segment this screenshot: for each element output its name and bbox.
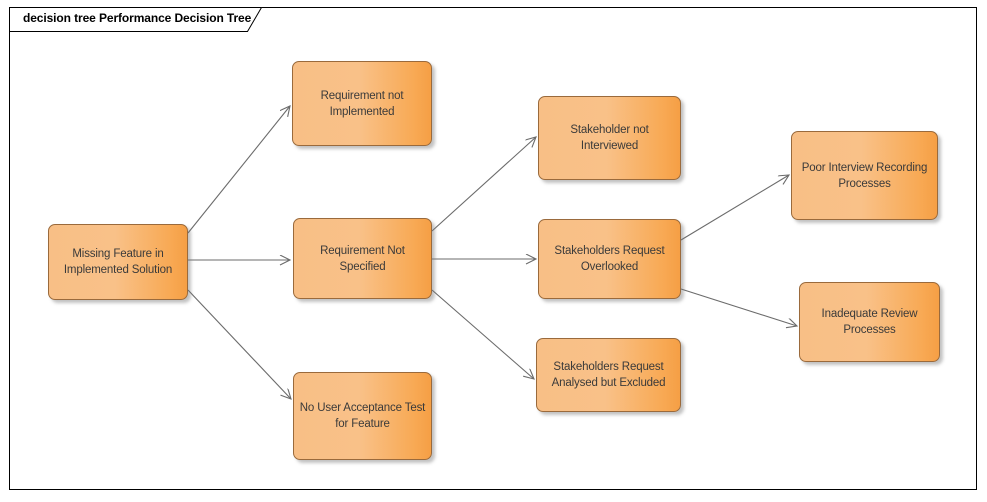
diagram-title-tab[interactable]: decision tree Performance Decision Tree	[9, 7, 262, 32]
node-label: No User Acceptance Test for Feature	[299, 402, 426, 430]
node-poor-interview-recording[interactable]: Poor Interview Recording Processes	[791, 131, 938, 220]
node-stakeholders-request-overlooked[interactable]: Stakeholders Request Overlooked	[538, 219, 681, 299]
node-label: Stakeholders Request Analysed but Exclud…	[551, 361, 666, 389]
node-requirement-not-implemented[interactable]: Requirement not Implemented	[292, 61, 432, 146]
node-stakeholder-not-interviewed[interactable]: Stakeholder not Interviewed	[538, 96, 681, 180]
title-tab-shape	[9, 7, 262, 32]
node-label: Requirement not Implemented	[320, 89, 404, 118]
node-label: Requirement Not Specified	[320, 244, 405, 273]
node-missing-feature[interactable]: Missing Feature in Implemented Solution	[48, 224, 188, 300]
node-requirement-not-specified[interactable]: Requirement Not Specified	[293, 218, 432, 299]
node-stakeholders-request-analysed-excluded[interactable]: Stakeholders Request Analysed but Exclud…	[536, 338, 681, 412]
node-no-user-acceptance-test[interactable]: No User Acceptance Test for Feature	[293, 372, 432, 460]
diagram-frame	[9, 7, 977, 490]
diagram-title: decision tree Performance Decision Tree	[23, 11, 252, 25]
node-label: Poor Interview Recording Processes	[801, 161, 928, 190]
node-inadequate-review-processes[interactable]: Inadequate Review Processes	[799, 282, 940, 362]
node-label: Inadequate Review Processes	[821, 308, 918, 336]
node-label: Stakeholders Request Overlooked	[554, 245, 665, 273]
node-label: Stakeholder not Interviewed	[570, 124, 649, 152]
node-label: Missing Feature in Implemented Solution	[63, 248, 173, 276]
